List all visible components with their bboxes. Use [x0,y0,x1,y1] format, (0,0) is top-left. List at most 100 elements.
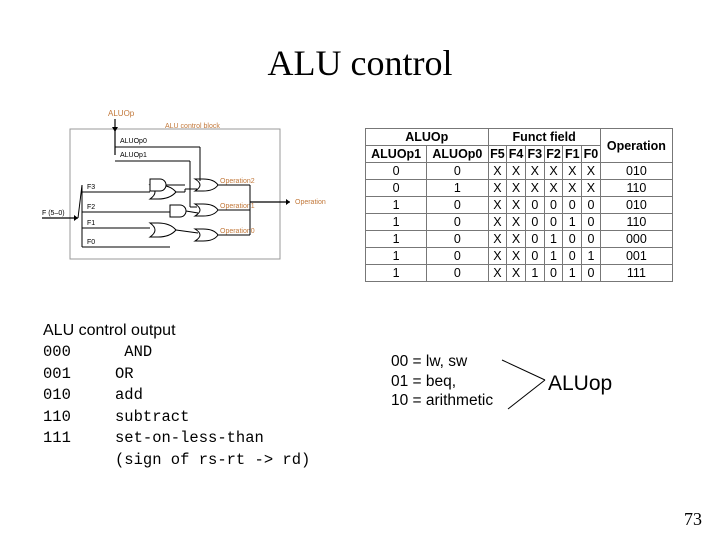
f3-label: F3 [87,184,95,191]
table-cell: X [487,213,508,231]
table-cell: X [487,162,508,180]
aluop-line: 10 = arithmetic [391,392,494,409]
legend-desc: subtract [115,407,190,426]
table-cell: 0 [543,196,564,214]
table-cell: 1 [524,264,545,282]
header-f4: F4 [506,145,526,163]
table-cell: X [524,162,545,180]
table-cell: 0 [581,230,601,248]
table-cell: X [543,162,564,180]
table-cell: X [487,247,508,265]
aluop1-label: ALUOp1 [120,152,147,159]
or-gate-op2 [193,178,219,192]
table-cell: 0 [562,247,583,265]
table-cell: 0 [426,230,489,248]
table-cell: 1 [364,213,428,231]
alu-control-truth-table: ALUOp Funct field Operation ALUOp1 ALUOp… [364,128,674,282]
table-cell: 0 [524,196,545,214]
table-cell: X [581,162,601,180]
table-cell: 0 [524,230,545,248]
table-cell: X [506,213,526,231]
table-cell: X [506,162,526,180]
table-cell: 001 [599,247,674,265]
aluop-brace-lines [501,359,546,410]
op1-label: Operation1 [220,203,255,210]
op0-label: Operation0 [220,228,255,235]
table-cell: 1 [562,213,583,231]
table-cell: X [487,230,508,248]
legend-desc: AND [115,343,153,361]
table-cell: 111 [599,264,674,282]
table-cell: 0 [426,213,489,231]
and-gate-1 [169,204,187,218]
table-cell: X [487,196,508,214]
table-cell: 0 [364,162,428,180]
table-cell: 0 [581,196,601,214]
slide-title: ALU control [267,43,453,83]
table-cell: 1 [543,230,564,248]
or-gate-2 [148,222,177,238]
and-gate-2 [149,178,167,192]
table-cell: X [543,179,564,197]
table-cell: X [581,179,601,197]
table-cell: X [487,179,508,197]
header-aluop1: ALUOp1 [364,145,428,163]
aluop0-label: ALUOp0 [120,138,147,145]
table-cell: 1 [364,196,428,214]
table-header-row-2: ALUOp1 ALUOp0 F5 F4 F3 F2 F1 F0 [364,145,673,163]
legend-desc: (sign of rs-rt -> rd) [115,450,311,469]
table-cell: X [524,179,545,197]
table-cell: 0 [543,264,564,282]
table-cell: 010 [599,162,674,180]
table-cell: 110 [599,213,674,231]
table-cell: 0 [364,179,428,197]
f2-label: F2 [87,204,95,211]
table-cell: X [506,196,526,214]
table-cell: X [506,179,526,197]
table-cell: 000 [599,230,674,248]
table-cell: 0 [426,247,489,265]
f0-label: F0 [87,239,95,246]
table-cell: 0 [562,196,583,214]
operation-label: Operation [295,199,326,206]
table-cell: 0 [426,162,489,180]
header-f2: F2 [543,145,564,163]
legend-item: 000 AND [43,342,310,364]
table-cell: X [506,247,526,265]
header-aluop0: ALUOp0 [426,145,489,163]
table-cell: 0 [543,213,564,231]
table-cell: X [506,264,526,282]
table-cell: 1 [543,247,564,265]
alu-control-circuit-diagram: ALUOp ALU control block ALUOp0 ALUOp1 F … [42,109,326,260]
aluop-label: ALUOp [108,109,135,118]
table-cell: 010 [599,196,674,214]
header-f3: F3 [524,145,545,163]
table-cell: 0 [524,247,545,265]
table-header-row-1: ALUOp Funct field Operation [365,128,674,163]
legend-item: (sign of rs-rt -> rd) [43,450,310,472]
table-cell: 110 [599,179,674,197]
control-block-border [69,128,281,260]
header-aluop: ALUOp [365,128,489,146]
header-f1: F1 [562,145,583,163]
aluop-line: 01 = beq, [391,372,457,390]
legend-code: 001 [43,364,71,383]
table-cell: 0 [562,230,583,248]
legend-desc: add [115,386,143,404]
legend-item: 001 OR [43,364,310,386]
table-cell: 1 [364,247,428,265]
header-operation: Operation [599,128,674,163]
table-cell: X [487,264,508,282]
table-cell: 0 [426,196,489,214]
legend-desc: OR [115,364,134,383]
f1-label: F1 [87,220,95,227]
table-cell: X [562,162,583,180]
